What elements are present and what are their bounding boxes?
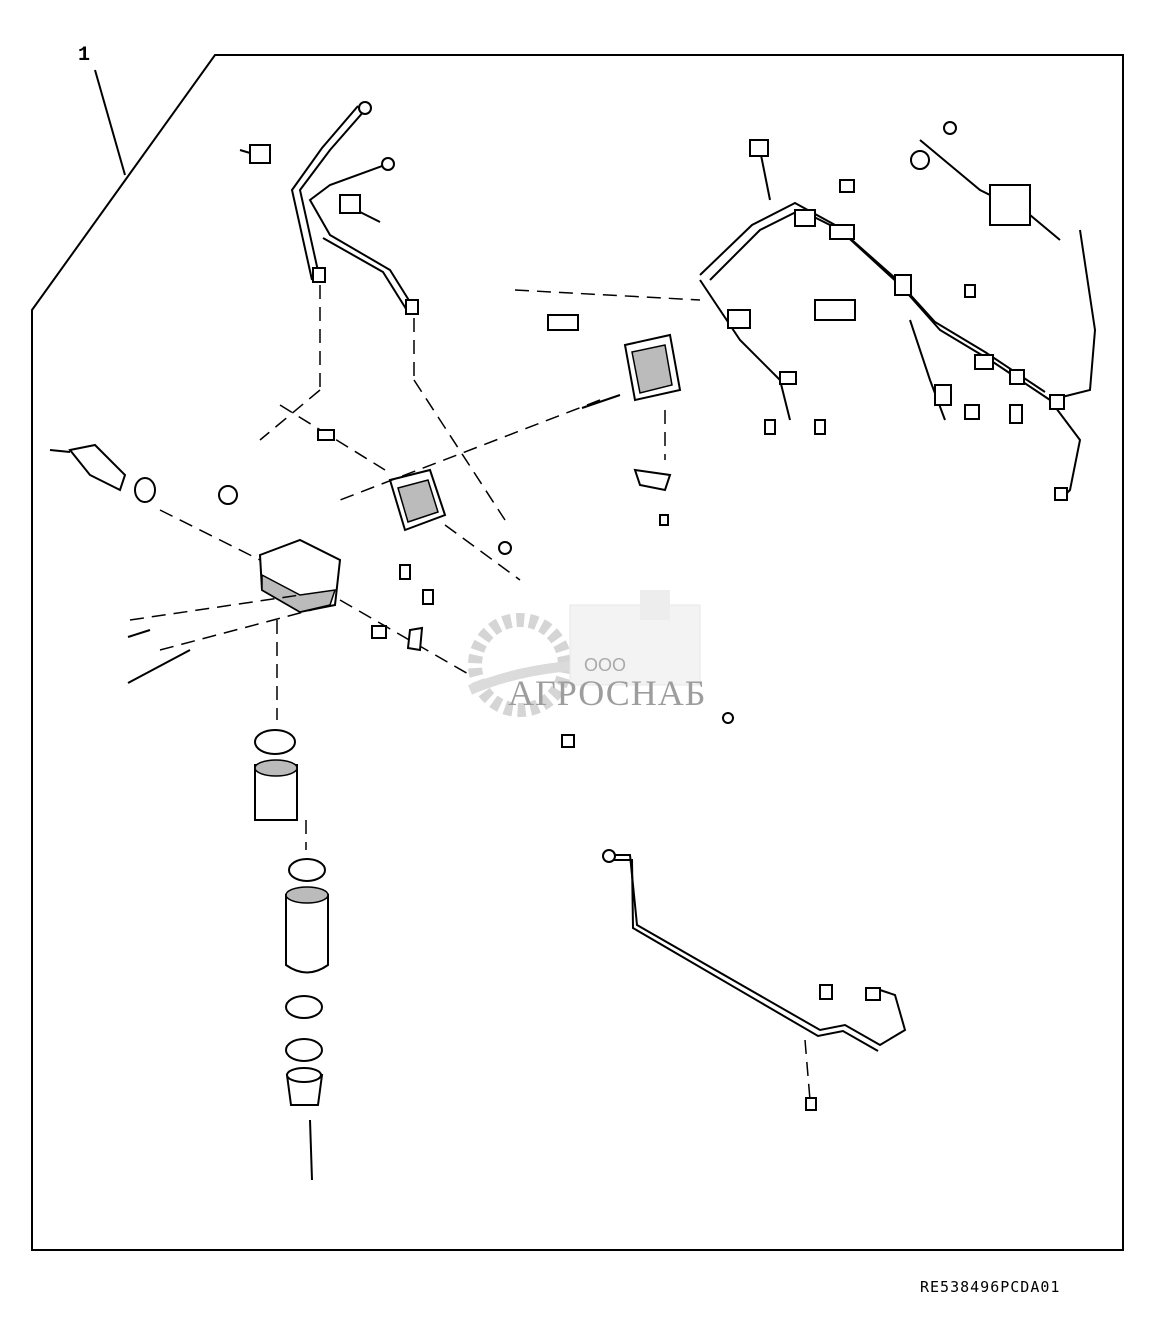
callout-number: 1 (78, 44, 91, 67)
filter-stack (254, 620, 329, 1181)
primer-pump (49, 443, 156, 503)
watermark-prefix: ООО (584, 655, 627, 675)
callout-leader (94, 69, 126, 176)
filter-head (258, 538, 342, 614)
fuel-line-lower (602, 849, 907, 1111)
fuel-line-harness-top (239, 101, 419, 315)
watermark-logo (468, 590, 701, 717)
watermark-name: АГРОСНАБ (508, 673, 707, 713)
assembly-frame (31, 54, 1124, 1251)
reference-code: RE538496PCDA01 (920, 1278, 1061, 1296)
mounting-plate (388, 468, 447, 532)
wiring-harness (699, 121, 1097, 501)
